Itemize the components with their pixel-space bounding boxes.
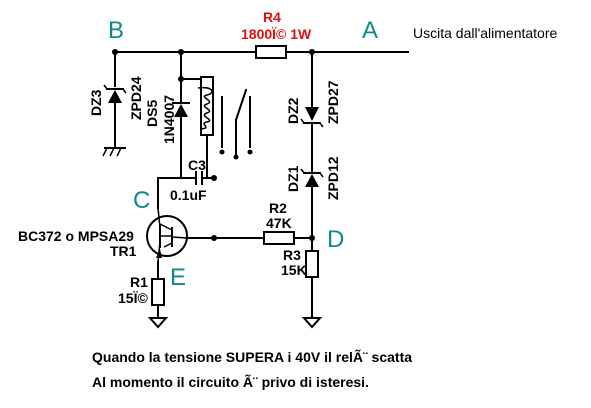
c3-ref-label: C3 [188,157,206,173]
dz3-ref-label: DZ3 [88,89,104,116]
r3-resistor [305,250,319,278]
r3-value-label: 15K [281,262,307,278]
ground-icon [147,317,169,329]
r1-value-label: 15Ï© [118,290,148,306]
chassis-ground-icon [102,147,126,157]
node-label-e: E [170,264,186,291]
node-label-c: C [133,187,150,214]
tr1-ref-label: TR1 [110,243,137,259]
dz1-ref-label: DZ1 [285,165,301,192]
r2-ref-label: R2 [269,200,287,216]
r3-ref-label: R3 [283,247,301,263]
ds5-ref-label: DS5 [144,100,160,127]
ds5-part-label: 1N4007 [161,95,177,144]
r1-ref-label: R1 [130,274,148,290]
dz3-part-label: ZPD24 [128,76,144,120]
junction-dots [112,49,315,241]
r1-resistor [151,278,165,306]
r2-resistor [263,231,295,245]
dz2-zener-diode [300,107,324,128]
dz2-ref-label: DZ2 [285,97,301,124]
r4-resistor [255,45,287,59]
dz3-zener-diode [103,84,127,103]
node-label-b: B [108,17,124,44]
ground-icon [301,317,323,329]
ds5-diode [172,102,190,117]
node-label-d: D [327,226,344,253]
r2-value-label: 47K [266,215,292,231]
r4-value-label: 1800Ï© 1W [241,26,312,42]
dz1-zener-diode [300,168,324,187]
c3-capacitor [195,171,203,185]
relay [197,76,253,160]
tr1-part-label: BC372 o MPSA29 [18,228,134,244]
c3-value-label: 0.1uF [170,187,207,203]
output-label: Uscita dall'alimentatore [413,25,558,41]
r4-ref-label: R4 [263,9,281,25]
node-label-a: A [362,17,378,44]
note-line-1: Quando la tensione SUPERA i 40V il relÃ¨… [92,348,412,365]
dz1-part-label: ZPD12 [325,156,341,200]
tr1-transistor [146,207,188,263]
note-line-2: Al momento il circuito Ã¨ privo di ister… [92,373,369,390]
dz2-part-label: ZPD27 [325,80,341,124]
